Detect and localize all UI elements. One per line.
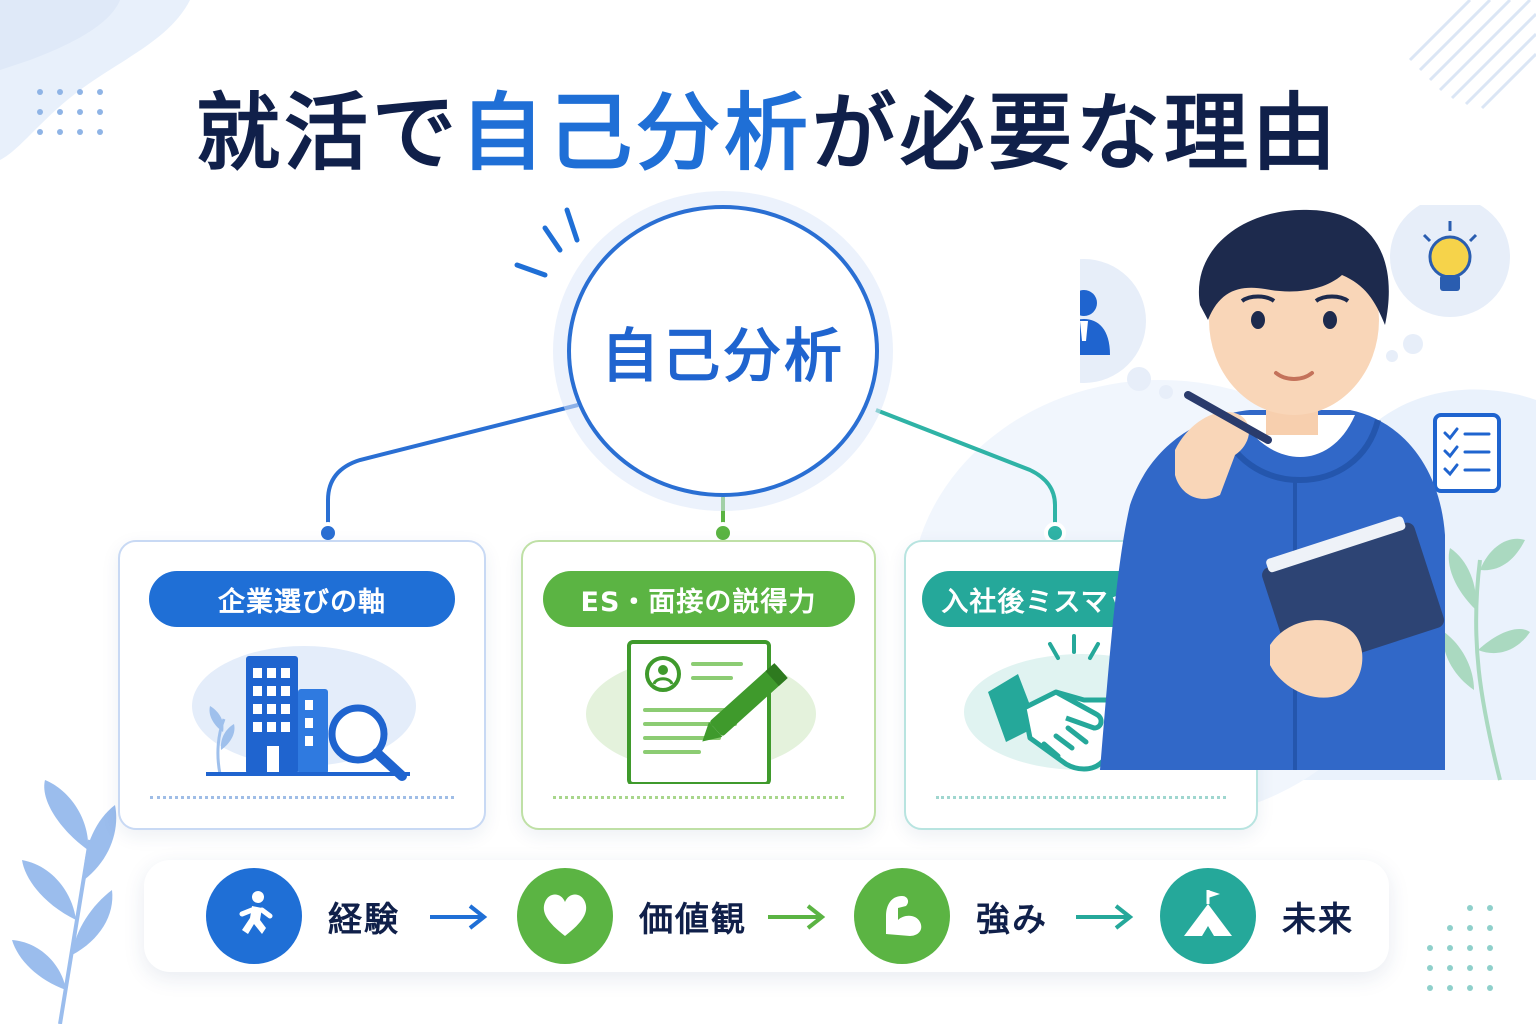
flow-step-label: 強み [976,899,1048,940]
mountain-flag-icon [1160,868,1256,964]
card-divider [936,796,1226,799]
card-divider [150,796,454,799]
reason-card-label: 企業選びの軸 [149,571,455,627]
flexed-arm-icon [854,868,950,964]
arrow-right-icon [1076,904,1134,930]
flow-step-future: 未来 [1160,860,1354,972]
reason-card-company-axis: 企業選びの軸 [118,540,486,830]
heart-icon [517,868,613,964]
page-title: 就活で自己分析が必要な理由 [0,78,1536,188]
flow-step-label: 経験 [328,899,400,940]
reason-card-es-interview: ES・面接の説得力 [521,540,876,830]
building-search-icon [192,646,416,781]
title-part2: が必要な理由 [812,84,1341,182]
process-flow-bar: 経験 価値観 強み [144,860,1389,972]
title-part1: 就活で [195,84,460,182]
student-thinking-illustration [1080,205,1510,770]
resume-pen-icon [586,640,816,784]
running-person-icon [206,868,302,964]
flow-step-strengths: 強み [854,860,1048,972]
arrow-right-icon [430,904,488,930]
center-node: 自己分析 [567,205,879,497]
center-node-label: 自己分析 [600,322,845,390]
flow-step-values: 価値観 [517,860,747,972]
arrow-right-icon [768,904,826,930]
reason-card-label: ES・面接の説得力 [542,571,855,627]
flow-step-experience: 経験 [206,860,400,972]
card-divider [553,796,844,799]
flow-step-label: 価値観 [639,899,747,940]
flow-step-label: 未来 [1282,899,1354,940]
title-highlight: 自己分析 [459,84,812,182]
